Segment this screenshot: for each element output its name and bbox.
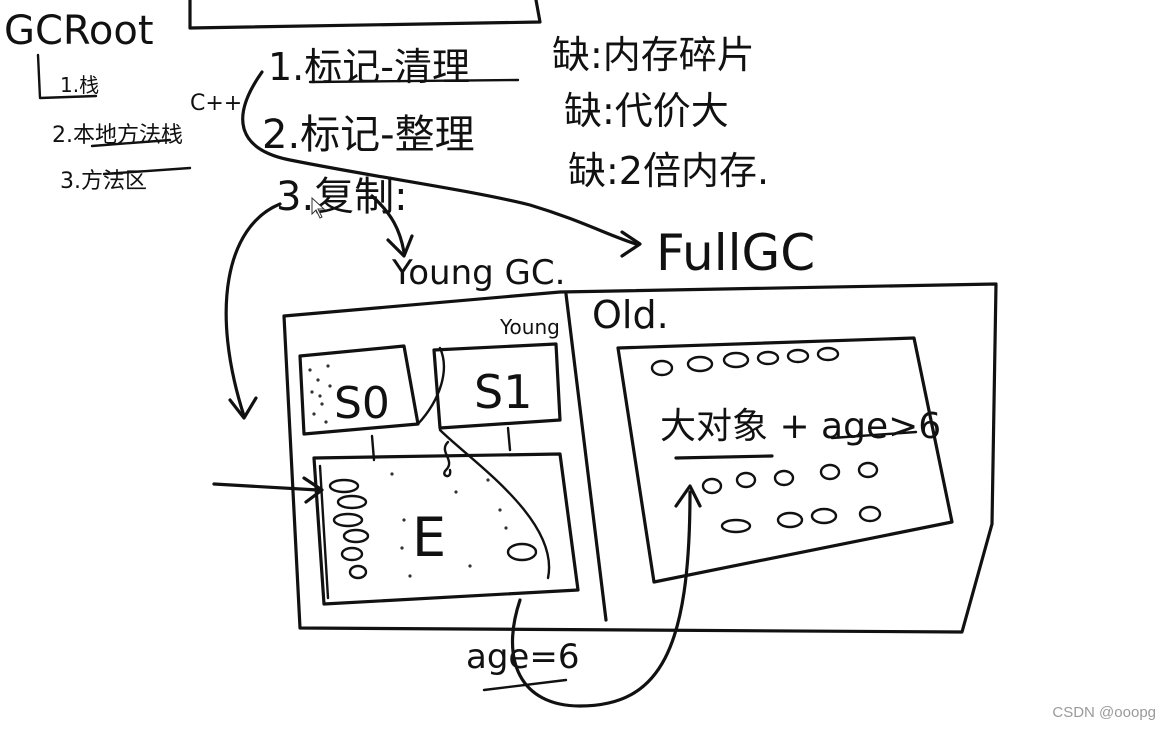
arrow-copy-to-heap (224, 202, 282, 418)
arrow-head-fullgc (620, 230, 642, 258)
survivor1-box (432, 342, 562, 430)
gc-roots-title: GCRoot (4, 8, 154, 54)
algorithm-1-underline (308, 78, 520, 84)
eden-figure8 (443, 440, 452, 478)
eden-objects (328, 478, 538, 580)
old-objects-row3 (720, 505, 882, 534)
eden-dots (390, 472, 508, 578)
old-inner-box (616, 336, 954, 584)
old-label: Old. (592, 293, 669, 337)
arrow-mark-compact-to-fullgc (241, 70, 638, 246)
top-box-edge (188, 0, 542, 30)
old-objects-row2 (701, 461, 879, 495)
old-generation-note: 大对象 + age>6 (660, 406, 941, 447)
promotion-age-label: age=6 (466, 637, 579, 677)
arrow-head-eden (302, 476, 324, 504)
eden-label: E (412, 506, 446, 569)
young-label: Young (499, 315, 560, 339)
cpp-note: C++ (190, 91, 242, 116)
arrow-eden-to-old (511, 490, 692, 708)
old-objects-row1 (650, 346, 840, 377)
gc-root-item-2-underline (90, 138, 172, 148)
survivor1-label: S1 (474, 365, 532, 419)
arrow-head-heap (228, 396, 258, 420)
full-gc-label: FullGC (656, 224, 815, 282)
survivor0-label: S0 (334, 378, 390, 429)
heap-outer-box (282, 282, 998, 634)
old-note-underline-1 (674, 454, 774, 460)
arrow-copy-to-younggc (370, 194, 406, 254)
mouse-cursor-icon (311, 196, 326, 219)
s1-eden-connector (506, 426, 512, 452)
arrow-head-younggc (386, 234, 414, 258)
young-gc-label: Young GC. (391, 253, 565, 293)
arrow-head-old (674, 484, 702, 508)
roots-bracket (36, 53, 98, 100)
old-note-underline-2 (830, 430, 918, 440)
algorithm-2-name: 2.标记-整理 (262, 112, 475, 158)
gc-root-item-3-underline (102, 166, 192, 176)
arrow-into-eden (212, 482, 320, 492)
watermark: CSDN @ooopg (1052, 704, 1156, 721)
eden-box (312, 452, 580, 606)
young-old-divider (564, 292, 608, 622)
algorithm-1-drawback: 缺:内存碎片 (552, 33, 755, 77)
survivor0-dots (308, 364, 332, 424)
s0-eden-connector (370, 434, 376, 462)
algorithm-2-drawback: 缺:代价大 (564, 89, 729, 133)
survivor-swap-loop (416, 346, 551, 580)
algorithm-3-drawback: 缺:2倍内存. (568, 149, 769, 193)
gc-root-item-1: 1.栈 (60, 73, 99, 97)
